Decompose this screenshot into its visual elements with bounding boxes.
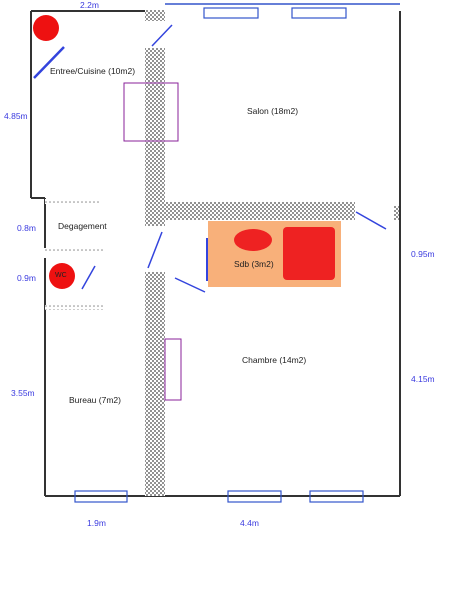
sink-fixture	[234, 229, 272, 251]
wall-central-lower	[145, 272, 165, 496]
wall-right-stub	[394, 206, 399, 220]
wc-fixture	[49, 263, 75, 289]
furniture	[123, 82, 182, 401]
room-label-wc: WC	[55, 272, 67, 279]
dim-degagement-height: 0.8m	[17, 223, 36, 233]
hob-fixture	[33, 15, 59, 41]
doors	[33, 24, 387, 293]
dim-top-width: 2.2m	[80, 0, 99, 10]
partition-wc-bottom	[45, 305, 105, 310]
partition-entree	[45, 199, 100, 204]
wall-central-upper	[145, 48, 165, 226]
dim-right-upper: 0.95m	[411, 249, 435, 259]
dim-wc-height: 0.9m	[17, 273, 36, 283]
room-label-salon: Salon (18m2)	[247, 106, 299, 116]
windows	[74, 7, 364, 503]
partition-wc-top	[45, 248, 105, 253]
wall-top-stub	[145, 10, 165, 21]
room-label-entree: Entree/Cuisine (10m2)	[50, 66, 136, 76]
room-label-chambre: Chambre (14m2)	[242, 355, 307, 365]
room-label-degagement: Degagement	[58, 221, 107, 231]
dim-right-lower: 4.15m	[411, 374, 435, 384]
shower-fixture	[283, 227, 335, 280]
dim-bottom-left: 1.9m	[87, 518, 106, 528]
wall-horizontal	[165, 202, 355, 220]
room-label-bureau: Bureau (7m2)	[69, 395, 121, 405]
dim-bureau-height: 3.55m	[11, 388, 35, 398]
dim-bottom-right: 4.4m	[240, 518, 259, 528]
outer-walls	[30, 10, 401, 497]
room-label-sdb: Sdb (3m2)	[234, 259, 274, 269]
dim-entree-height: 4.85m	[4, 111, 28, 121]
